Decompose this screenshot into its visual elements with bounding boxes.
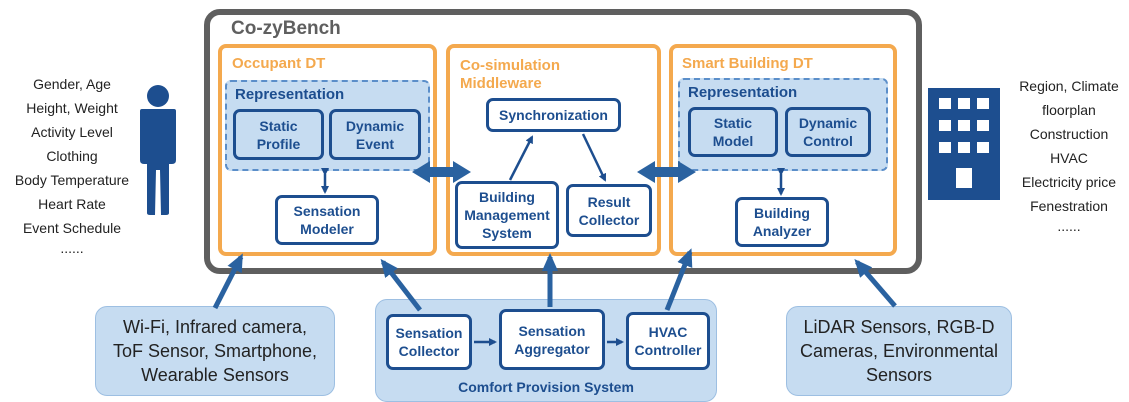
static-model-label: Static Model: [712, 115, 754, 149]
sensation-aggregator-label: Sensation Aggregator: [514, 322, 590, 357]
building-sensors-box: LiDAR Sensors, RGB-D Cameras, Environmen…: [786, 306, 1012, 396]
sensation-aggregator-box: Sensation Aggregator: [499, 309, 605, 370]
building-attribute: HVAC: [1050, 150, 1088, 166]
occupant-sensors-label: Wi-Fi, Infrared camera, ToF Sensor, Smar…: [112, 317, 318, 385]
sensation-modeler-box: Sensation Modeler: [275, 195, 379, 245]
building-attribute-list: Region, Climate floorplan Construction H…: [1010, 74, 1128, 234]
building-analyzer-box: Building Analyzer: [735, 197, 829, 247]
building-representation-title: Representation: [688, 84, 798, 101]
dynamic-event-box: Dynamic Event: [329, 109, 421, 160]
smart-building-dt-title: Smart Building DT: [682, 55, 813, 72]
result-collector-box: Result Collector: [566, 184, 652, 237]
occupant-attribute: ......: [60, 240, 84, 256]
building-icon: [928, 88, 1000, 200]
occupant-attribute: Event Schedule: [22, 220, 122, 236]
static-profile-label: Static Profile: [256, 117, 301, 152]
occupant-attribute: Activity Level: [31, 124, 113, 140]
person-icon: [140, 85, 176, 215]
hvac-controller-label: HVAC Controller: [634, 324, 702, 358]
result-collector-label: Result Collector: [578, 193, 640, 228]
dynamic-control-label: Dynamic Control: [798, 115, 858, 149]
occupant-attribute-list: Gender, Age Height, Weight Activity Leve…: [2, 72, 142, 256]
occupant-attribute: Height, Weight: [26, 100, 118, 116]
synchronization-box: Synchronization: [486, 98, 621, 132]
sensation-collector-box: Sensation Collector: [386, 314, 472, 370]
static-model-box: Static Model: [688, 107, 778, 157]
hvac-controller-box: HVAC Controller: [626, 312, 710, 370]
building-attribute: Region, Climate: [1019, 78, 1119, 94]
building-sensors-arrow: [854, 258, 897, 308]
building-management-system-box: Building Management System: [455, 181, 559, 249]
static-profile-box: Static Profile: [233, 109, 324, 160]
synchronization-label: Synchronization: [499, 107, 608, 123]
comfort-provision-system-title: Comfort Provision System: [458, 379, 634, 395]
occupant-dt-title: Occupant DT: [232, 55, 326, 72]
occupant-attribute: Body Temperature: [14, 172, 130, 188]
building-attribute: floorplan: [1042, 102, 1096, 118]
sensation-modeler-label: Sensation Modeler: [293, 203, 361, 237]
building-analyzer-label: Building Analyzer: [752, 205, 812, 239]
occupant-attribute: Gender, Age: [33, 76, 111, 92]
occupant-attribute: Heart Rate: [38, 196, 106, 212]
sync-result-arrow: [581, 133, 607, 182]
building-attribute: Fenestration: [1030, 198, 1108, 214]
building-attribute: Electricity price: [1021, 174, 1117, 190]
building-management-system-label: Building Management System: [464, 189, 550, 241]
hvac-controller-arrow: [664, 248, 693, 311]
middleware-building-double-arrow: [637, 161, 696, 183]
occupant-representation-title: Representation: [235, 86, 345, 103]
occupant-middleware-double-arrow: [412, 161, 471, 183]
building-attribute: Construction: [1029, 126, 1109, 142]
building-sensors-label: LiDAR Sensors, RGB-D Cameras, Environmen…: [799, 317, 999, 385]
bms-sync-arrow: [508, 135, 534, 181]
occupant-attribute: Clothing: [46, 148, 98, 164]
dynamic-event-label: Dynamic Event: [345, 117, 405, 152]
cozybench-title: Co-zyBench: [231, 18, 341, 39]
occupant-sensors-box: Wi-Fi, Infrared camera, ToF Sensor, Smar…: [95, 306, 335, 396]
dynamic-control-box: Dynamic Control: [785, 107, 871, 157]
sensation-collector-label: Sensation Collector: [395, 325, 463, 359]
sensation-collector-arrow: [380, 258, 422, 312]
occupant-sensors-arrow: [212, 253, 244, 310]
building-attribute: ......: [1057, 218, 1081, 234]
middleware-title: Co-simulation Middleware: [460, 57, 560, 92]
